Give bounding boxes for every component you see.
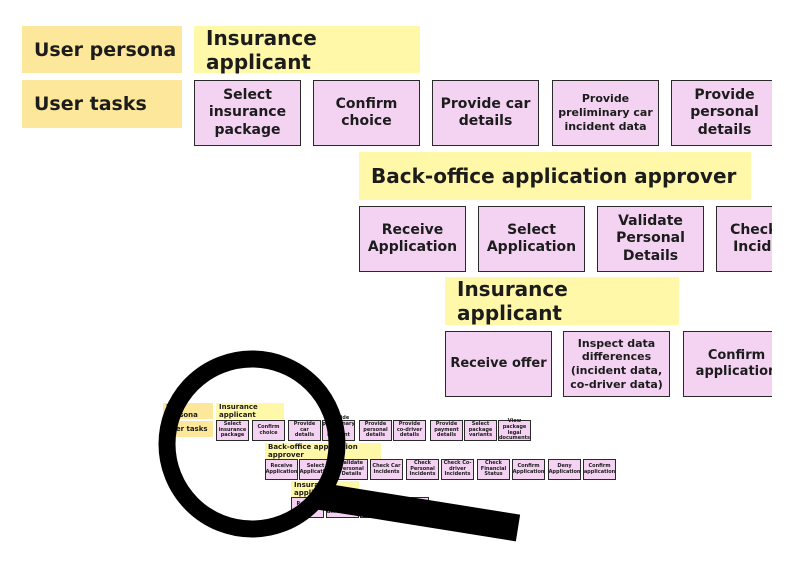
approver-card-1: Select Application <box>478 206 585 272</box>
user-tasks-label: User tasks <box>22 80 182 128</box>
overview-approver-card-3: Check Car Incidents <box>370 459 403 480</box>
magnifier-handle <box>315 482 521 542</box>
offer-card-2: Confirm application <box>683 331 772 397</box>
overview-task-card-7: Select package variants <box>464 420 497 441</box>
user-persona-label: User persona <box>22 26 182 73</box>
overview-lane-title-1: Insurance applicant <box>216 403 284 419</box>
overview-task-card-4: Provide personal details <box>359 420 392 441</box>
overview-task-card-0: Select insurance package <box>216 420 249 441</box>
overview-approver-card-6: Check Financial Status <box>477 459 510 480</box>
task-card-1: Confirm choice <box>313 80 420 146</box>
overview-task-card-2: Provide car details <box>288 420 321 441</box>
offer-card-1: Inspect data differences (incident data,… <box>563 331 670 397</box>
magnifier-lens-ring <box>158 350 346 538</box>
approver-card-2: Validate Personal Details <box>597 206 704 272</box>
approver-card-0: Receive Application <box>359 206 466 272</box>
task-card-4: Provide personal details <box>671 80 772 146</box>
task-card-2: Provide car details <box>432 80 539 146</box>
overview-approver-card-9: Confirm application <box>583 459 616 480</box>
story-map-zoomed: User persona User tasks Insurance applic… <box>22 26 772 397</box>
overview-approver-card-7: Confirm Application <box>512 459 545 480</box>
task-card-0: Select insurance package <box>194 80 301 146</box>
overview-task-card-8: View package legal documents <box>498 418 531 442</box>
overview-approver-card-8: Deny Application <box>548 459 581 480</box>
lane-title-insurance-applicant-offer: Insurance applicant <box>445 277 679 325</box>
overview-task-card-1: Confirm choice <box>252 420 285 441</box>
overview-approver-card-5: Check Co-driver Incidents <box>441 459 474 480</box>
overview-task-card-6: Provide payment details <box>430 420 463 441</box>
lane-title-back-office-approver: Back-office application approver <box>359 152 751 200</box>
overview-lane-title-2: Back-office application approver <box>265 443 381 459</box>
task-card-3: Provide preliminary car incident data <box>552 80 659 146</box>
offer-card-0: Receive offer <box>445 331 552 397</box>
overview-approver-card-4: Check Personal Incidents <box>406 459 439 480</box>
approver-card-3: Check Car Incidents <box>716 206 772 272</box>
lane-title-insurance-applicant: Insurance applicant <box>194 26 420 74</box>
overview-approver-card-0: Receive Application <box>265 459 298 480</box>
overview-task-card-5: Provide co-driver details <box>393 420 426 441</box>
